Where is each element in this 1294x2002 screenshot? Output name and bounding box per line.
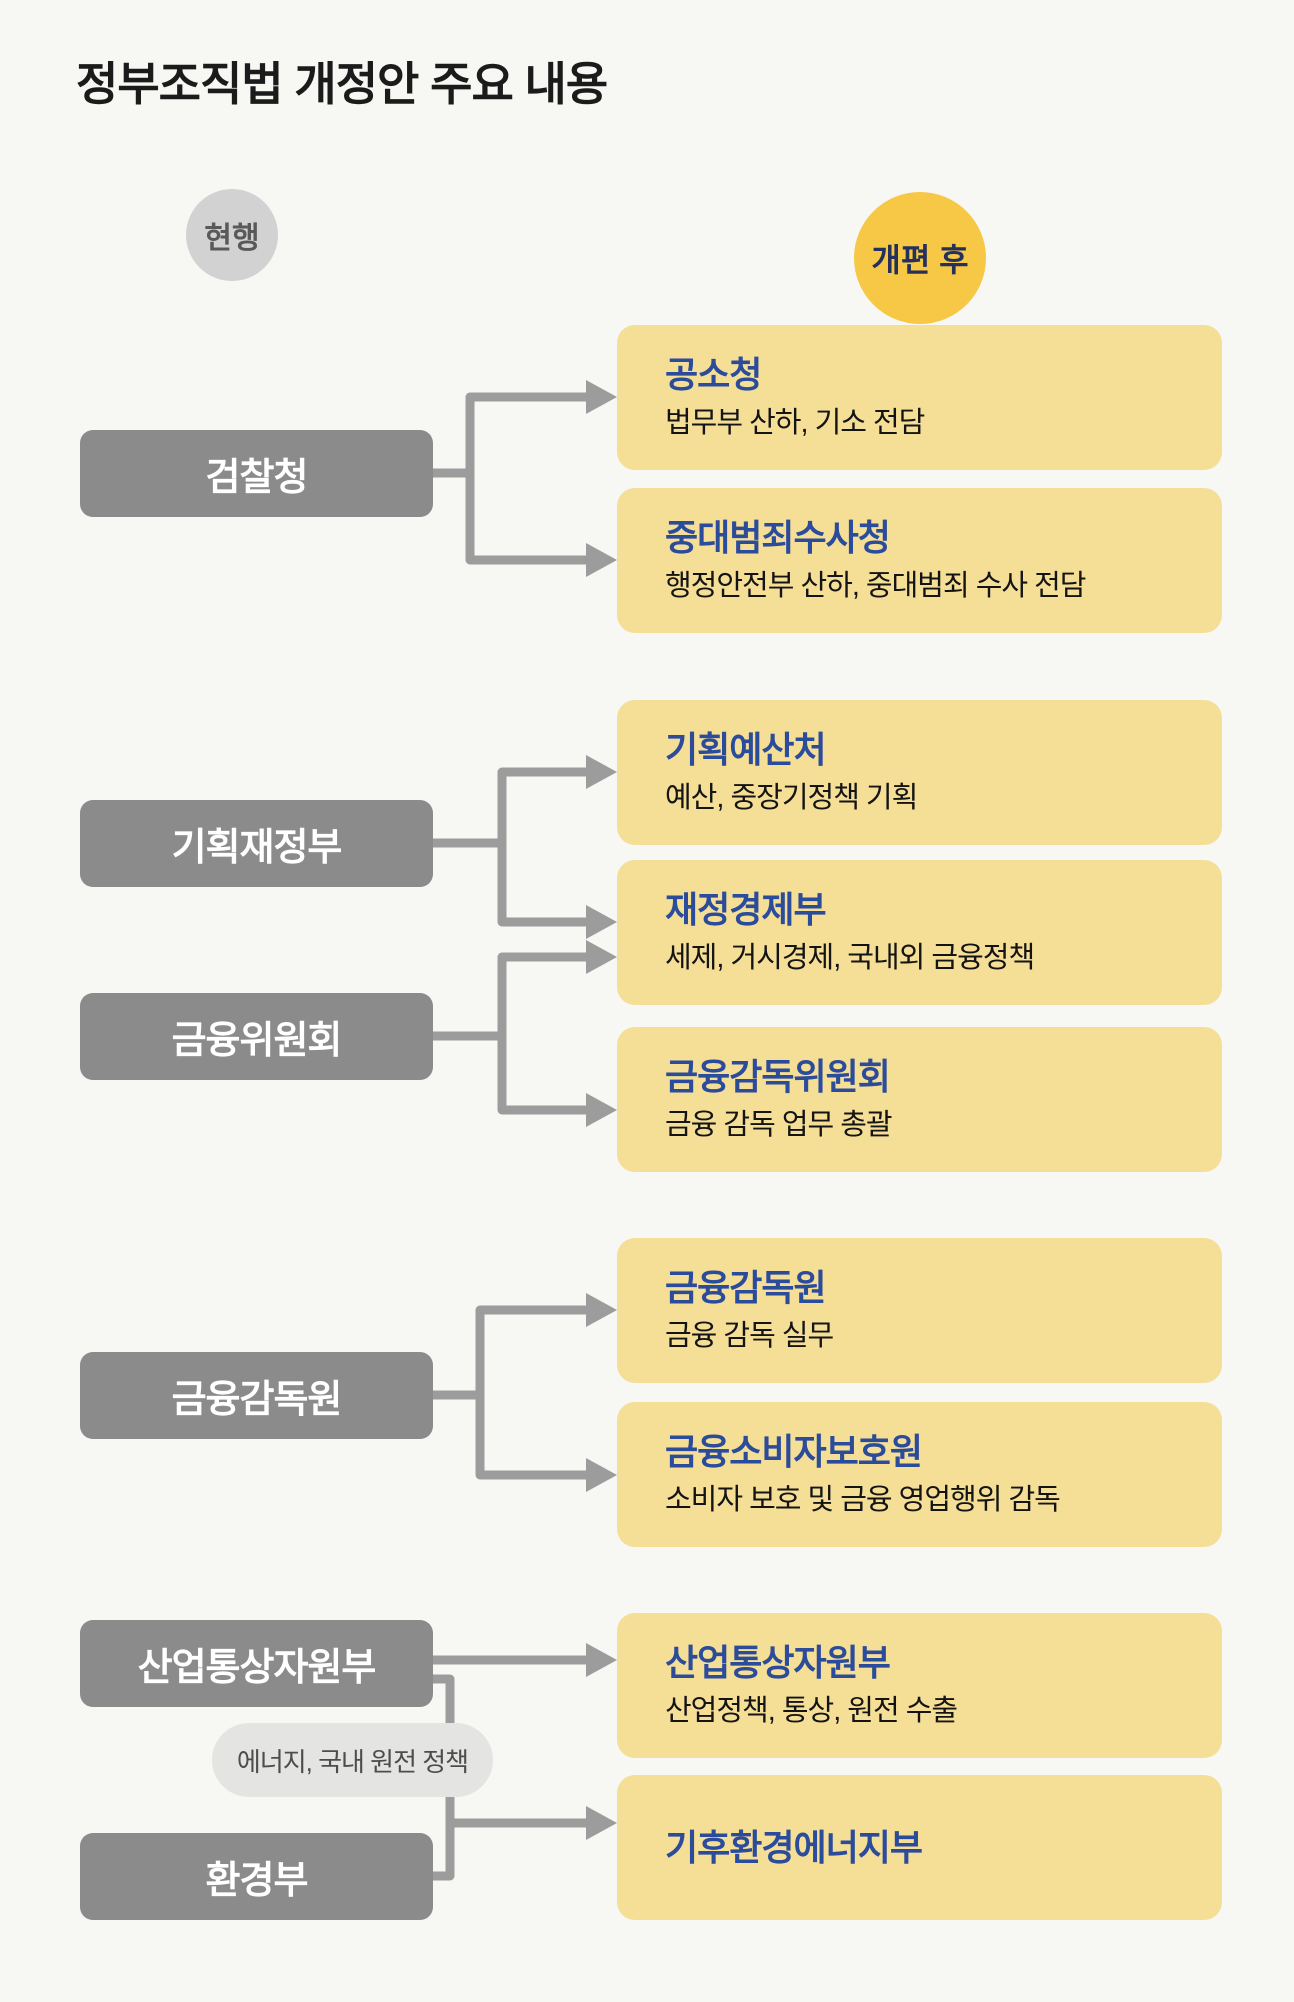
connector-fsc-bracket: [497, 952, 588, 1115]
arrowhead-to-climate-ministry: [586, 1806, 617, 1840]
current-org-ministry-environment: 환경부: [80, 1833, 433, 1920]
arrowhead-to-prosecution-office: [586, 380, 617, 414]
new-org-desc: 금융 감독 실무: [665, 1319, 834, 1352]
new-org-desc: 법무부 산하, 기소 전담: [665, 406, 925, 439]
arrowhead-to-finance-economy-upper: [586, 905, 617, 939]
new-org-title: 중대범죄수사청: [665, 517, 891, 559]
new-org-desc: 세제, 거시경제, 국내외 금융정책: [665, 941, 1035, 974]
new-org-desc: 소비자 보호 및 금융 영업행위 감독: [665, 1483, 1061, 1516]
current-org-financial-supervisory-service: 금융감독원: [80, 1352, 433, 1439]
current-org-ministry-trade-industry-energy: 산업통상자원부: [80, 1620, 433, 1707]
new-org-desc: 산업정책, 통상, 원전 수출: [665, 1694, 958, 1727]
arrowhead-to-serious-crimes-agency: [586, 543, 617, 577]
new-org-title: 금융감독위원회: [665, 1056, 891, 1098]
new-org-title: 산업통상자원부: [665, 1642, 891, 1684]
current-org-ministry-economy-finance: 기획재정부: [80, 800, 433, 887]
current-org-financial-services-commission: 금융위원회: [80, 993, 433, 1080]
new-org-planning-budget-office: 기획예산처 예산, 중장기정책 기획: [617, 700, 1222, 845]
new-org-title: 기획예산처: [665, 729, 827, 771]
new-org-financial-consumer-protection-agency: 금융소비자보호원 소비자 보호 및 금융 영업행위 감독: [617, 1402, 1222, 1547]
legend-after-label: 개편 후: [871, 242, 969, 278]
connector-fss-bracket: [475, 1305, 588, 1480]
legend-current-label: 현행: [204, 222, 260, 255]
new-org-desc: 예산, 중장기정책 기획: [665, 781, 918, 814]
page-title: 정부조직법 개정안 주요 내용: [76, 58, 608, 110]
connector-finance-ministry-bracket: [497, 767, 588, 927]
new-org-title: 재정경제부: [665, 889, 827, 931]
arrowhead-to-financial-supervisory-service: [586, 1293, 617, 1327]
new-org-title: 기후환경에너지부: [665, 1826, 923, 1868]
arrowhead-to-finance-economy-lower: [586, 940, 617, 974]
new-org-title: 금융소비자보호원: [665, 1431, 923, 1473]
new-org-desc: 행정안전부 산하, 중대범죄 수사 전담: [665, 569, 1087, 602]
arrowhead-to-financial-supervisory-commission: [586, 1093, 617, 1127]
new-org-ministry-trade-industry-energy: 산업통상자원부 산업정책, 통상, 원전 수출: [617, 1613, 1222, 1758]
current-org-prosecution-service: 검찰청: [80, 430, 433, 517]
new-org-financial-supervisory-commission: 금융감독위원회 금융 감독 업무 총괄: [617, 1027, 1222, 1172]
new-org-title: 금융감독원: [665, 1267, 827, 1309]
new-org-title: 공소청: [665, 354, 762, 396]
legend-after-badge: 개편 후: [854, 192, 986, 324]
arrowhead-to-trade-ministry: [586, 1643, 617, 1677]
new-org-prosecution-office: 공소청 법무부 산하, 기소 전담: [617, 325, 1222, 470]
energy-policy-note: 에너지, 국내 원전 정책: [212, 1723, 493, 1797]
arrowhead-to-planning-budget-office: [586, 755, 617, 789]
connector-prosecution-bracket: [465, 392, 588, 565]
arrowhead-to-consumer-protection-agency: [586, 1458, 617, 1492]
legend-current-badge: 현행: [186, 189, 278, 281]
new-org-finance-economy-ministry: 재정경제부 세제, 거시경제, 국내외 금융정책: [617, 860, 1222, 1005]
new-org-financial-supervisory-service: 금융감독원 금융 감독 실무: [617, 1238, 1222, 1383]
new-org-climate-environment-energy-ministry: 기후환경에너지부: [617, 1775, 1222, 1920]
new-org-desc: 금융 감독 업무 총괄: [665, 1108, 893, 1141]
new-org-serious-crimes-investigation-agency: 중대범죄수사청 행정안전부 산하, 중대범죄 수사 전담: [617, 488, 1222, 633]
